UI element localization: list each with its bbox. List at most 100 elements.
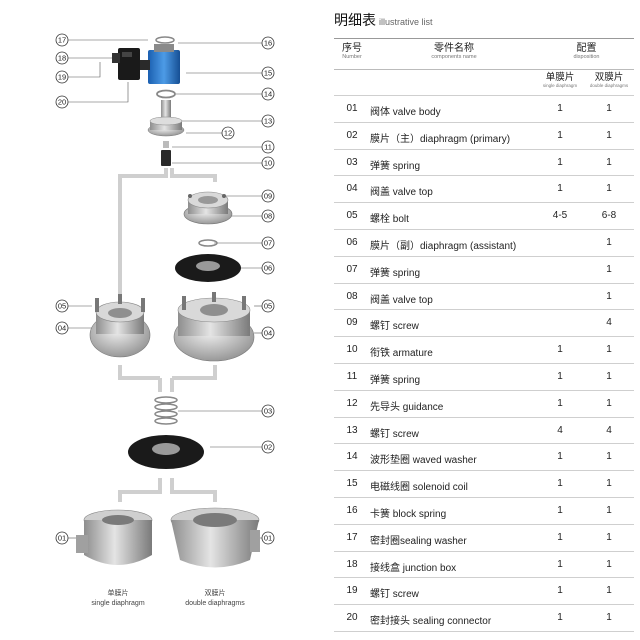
row-name: 衔铁 armature	[370, 348, 433, 360]
solenoid-coil-part	[140, 44, 180, 84]
row-number: 18	[346, 558, 358, 570]
callout-circle	[261, 326, 275, 340]
row-number: 05	[346, 210, 358, 222]
armature-part	[161, 150, 171, 166]
row-number: 20	[346, 612, 358, 624]
row-double-qty: 1	[606, 504, 612, 516]
table-row: 10 衔铁 armature 1 1	[334, 337, 634, 364]
row-name: 接线盒 junction box	[370, 562, 457, 574]
header-name-en: components name	[431, 54, 477, 60]
callout-circle	[221, 126, 235, 140]
row-double-qty: 1	[606, 236, 612, 248]
caption-double-en: double diaphragms	[185, 600, 245, 607]
callout-circle	[55, 531, 69, 545]
header-disp-zh: 配置	[576, 43, 597, 54]
row-name: 螺钉 screw	[370, 428, 419, 440]
row-number: 15	[346, 478, 358, 490]
row-single-qty: 1	[557, 344, 563, 356]
valve-top-double-part	[173, 292, 255, 362]
callout-circle	[261, 209, 275, 223]
row-single-qty: 1	[557, 103, 563, 114]
callout-circle	[261, 114, 275, 128]
row-double-qty: 1	[606, 558, 612, 570]
valve-body-single-part	[76, 509, 153, 565]
row-single-qty: 1	[557, 612, 563, 624]
callout-number: 04	[58, 324, 66, 333]
diaphragm-primary-part	[128, 435, 204, 469]
callout-number: 20	[58, 98, 66, 107]
header-disp-en: disposition	[573, 54, 600, 60]
connector-brackets	[118, 168, 217, 502]
row-number: 10	[346, 344, 358, 356]
header-name-zh: 零件名称	[434, 43, 474, 54]
diaphragm-assistant-part	[175, 254, 241, 282]
row-double-qty: 1	[606, 585, 612, 597]
row-name: 密封接头 sealing connector	[370, 616, 492, 628]
row-name: 密封圈sealing washer	[370, 535, 467, 547]
guidance-part	[147, 100, 185, 137]
callout-circle	[55, 321, 69, 335]
row-number: 07	[346, 263, 358, 275]
block-spring-part	[155, 36, 175, 44]
row-single-qty: 1	[557, 183, 563, 195]
callout-number: 07	[264, 239, 272, 248]
callout-number: 08	[264, 212, 272, 221]
callout-circle	[55, 70, 69, 84]
row-number: 16	[346, 504, 358, 516]
main-spring-part	[154, 396, 178, 425]
callout-number: 16	[264, 39, 272, 48]
callout-circle	[261, 189, 275, 203]
callout-number: 03	[264, 407, 272, 416]
row-name: 螺钉 screw	[370, 589, 419, 601]
row-number: 14	[346, 451, 358, 463]
row-name: 电磁线圈 solenoid coil	[370, 482, 468, 494]
callout-number: 05	[58, 302, 66, 311]
row-single-qty: 4	[557, 424, 563, 436]
callout-number: 06	[264, 264, 272, 273]
row-number: 01	[346, 103, 358, 114]
header-number: 序号 Number	[334, 43, 370, 61]
row-single-qty: 1	[557, 558, 563, 570]
row-number: 08	[346, 290, 358, 302]
title-zh: 明细表	[334, 12, 376, 28]
leader-lines	[67, 39, 262, 539]
valve-body-double-part	[170, 507, 260, 568]
row-name: 弹簧 spring	[370, 267, 421, 279]
row-name: 卡簧 block spring	[370, 508, 447, 520]
callout-number: 01	[58, 534, 66, 543]
callout-number: 01	[264, 534, 272, 543]
row-single-qty: 1	[557, 585, 563, 597]
double-zh: 双膜片	[594, 72, 624, 83]
callout-circle	[55, 51, 69, 65]
header-disposition: 配置 disposition	[549, 43, 624, 61]
callout-circle	[261, 156, 275, 170]
row-double-qty: 1	[606, 290, 612, 302]
callout-number: 05	[264, 302, 272, 311]
callout-circles: 0102030405060708091011121314151617181920…	[55, 33, 275, 545]
row-double-qty: 1	[606, 344, 612, 356]
exploded-diagram: 单膜片 single diaphragm 双膜片 double diaphrag…	[55, 33, 275, 607]
row-name: 先导头 guidance	[370, 401, 444, 413]
caption-single-zh: 单膜片	[108, 588, 129, 597]
small-spring-part	[163, 141, 169, 148]
row-name: 螺钉 screw	[370, 321, 419, 333]
callout-circle	[261, 440, 275, 454]
title-en: illustrative list	[379, 17, 433, 27]
callout-circle	[261, 404, 275, 418]
callout-number: 09	[264, 192, 272, 201]
callout-circle	[261, 236, 275, 250]
callout-circle	[261, 87, 275, 101]
callout-number: 02	[264, 443, 272, 452]
row-double-qty: 1	[606, 129, 612, 141]
row-single-qty: 1	[557, 478, 563, 490]
